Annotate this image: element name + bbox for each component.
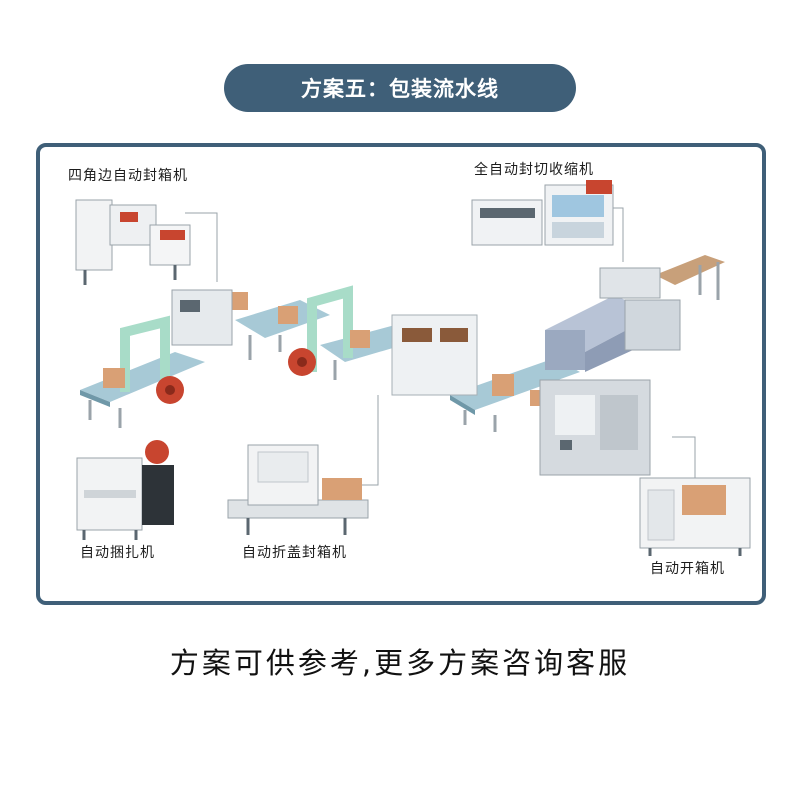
conveyor-segment-1 (80, 352, 205, 428)
label-four-corner-sealer: 四角边自动封箱机 (68, 168, 188, 184)
label-strapping-machine: 自动捆扎机 (80, 545, 155, 561)
inline-carton-erector (539, 379, 651, 476)
four-corner-sealer-machine (75, 199, 191, 285)
carton-erector-machine (639, 477, 751, 556)
label-fold-seal-sealer: 自动折盖封箱机 (242, 545, 347, 561)
inline-case-sealer-1 (171, 289, 233, 346)
label-carton-erector: 自动开箱机 (650, 561, 725, 577)
shrink-feed-conveyor (599, 267, 661, 299)
footer-note: 方案可供参考,更多方案咨询客服 (169, 646, 631, 680)
conveyor-segment-4 (450, 358, 580, 432)
conveyor-segment-5 (655, 255, 725, 300)
shrink-wrapper-machine (471, 180, 614, 246)
tape-reels (156, 348, 316, 404)
inline-shrink-tunnel (545, 295, 681, 372)
label-shrink-wrapper: 全自动封切收缩机 (474, 162, 594, 178)
inline-strapping-frames (120, 285, 353, 392)
fold-seal-case-sealer-machine (227, 444, 369, 535)
inline-case-sealer-2 (391, 314, 478, 396)
strapping-machine (76, 440, 174, 540)
page-title: 方案五：包装流水线 (224, 64, 576, 112)
